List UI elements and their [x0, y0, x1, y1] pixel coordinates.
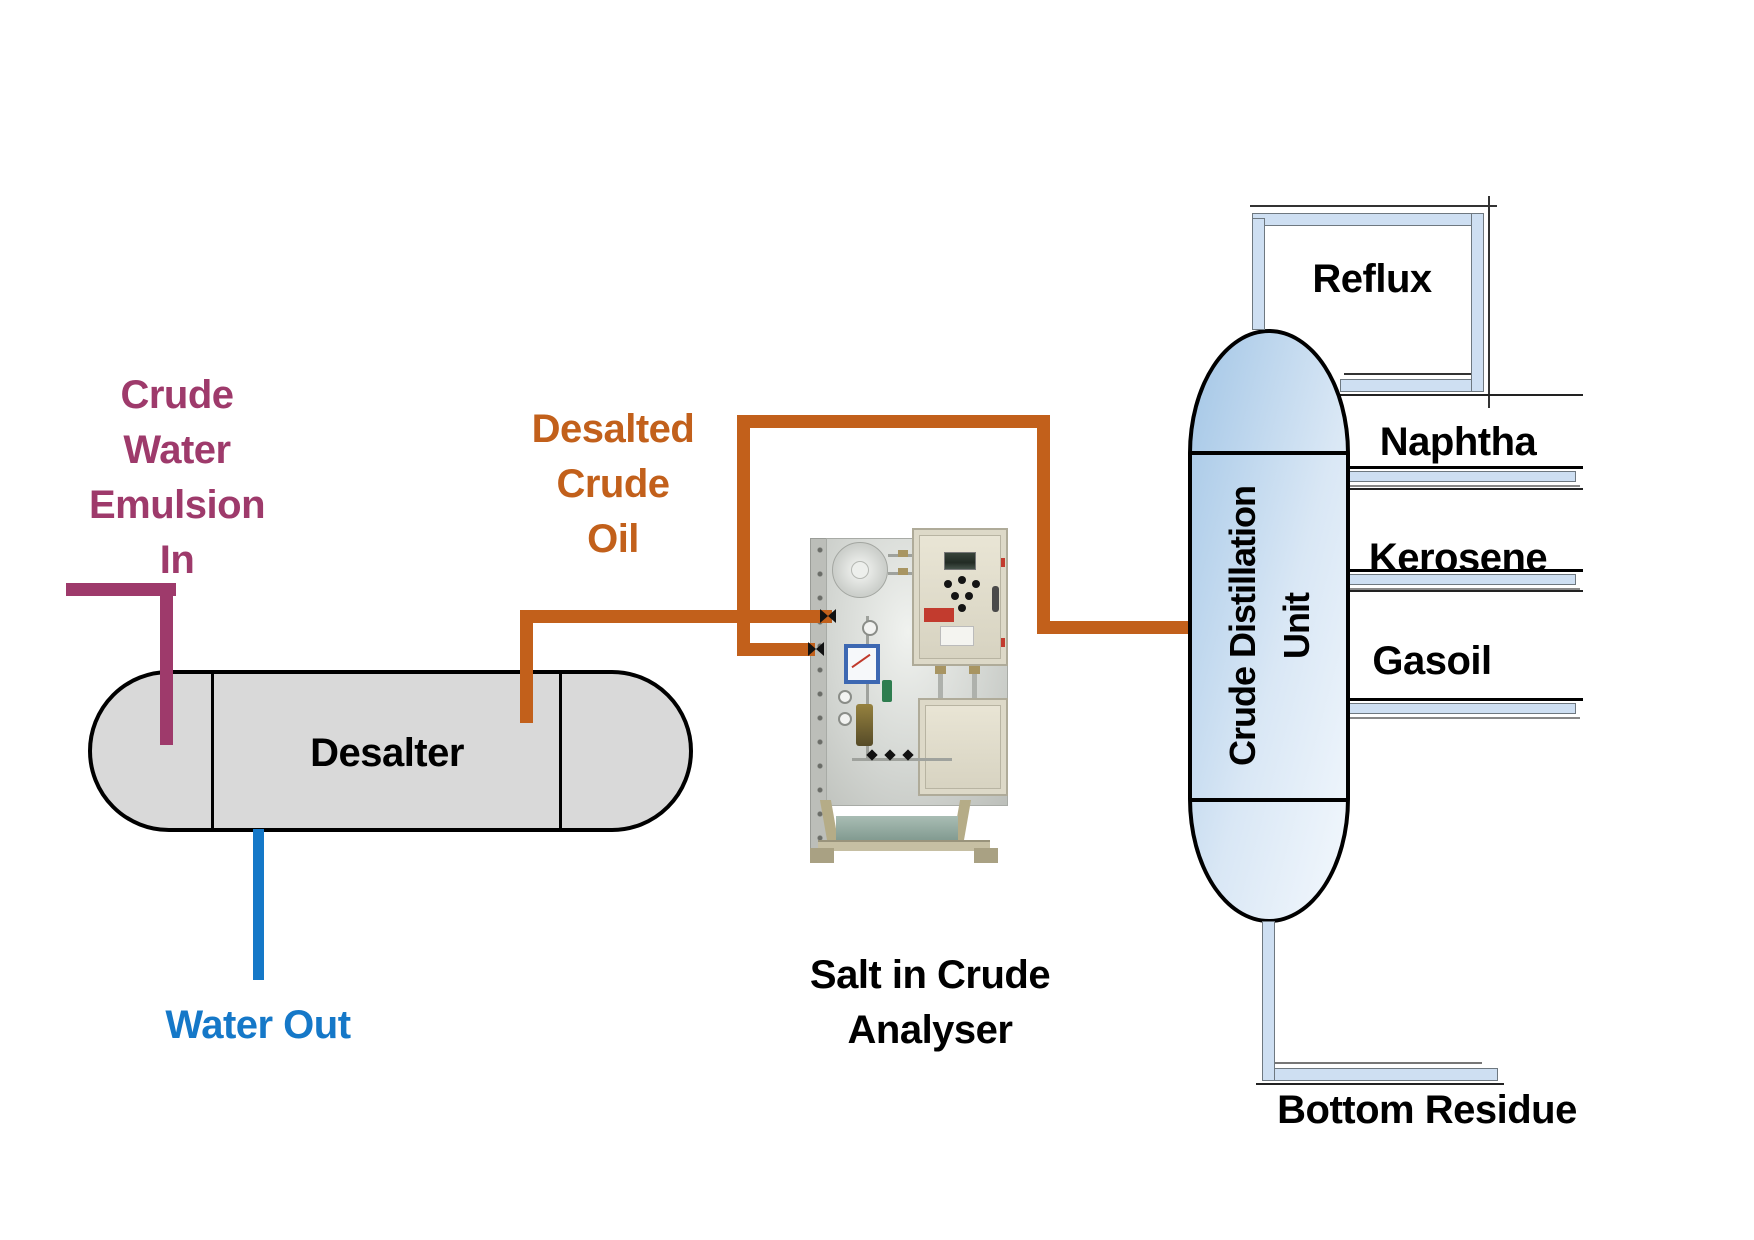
gasoil-pipe-underline — [1340, 717, 1580, 719]
reflux-sketch-line-right — [1488, 196, 1490, 408]
analyser-return-pipe-horizontal — [737, 643, 815, 656]
analyser-tube — [866, 616, 869, 760]
analyser-to-cdu-pipe-down — [1037, 415, 1050, 634]
analyser-fan-hub — [851, 561, 869, 579]
analyser-fitting — [898, 550, 908, 557]
desalter-vessel — [88, 670, 693, 832]
reflux-label: Reflux — [1312, 257, 1432, 301]
cdu-label-line: Unit — [1276, 593, 1317, 659]
kerosene-tray-top-line — [1340, 488, 1583, 490]
desalted-label-line: Desalted — [531, 407, 695, 451]
crude-emulsion-pipe-vertical — [160, 583, 173, 745]
inlet-label-line: Water — [123, 428, 231, 472]
analyser-label: Salt in Crude Analyser — [780, 948, 1080, 1058]
analyser-outlet-valve-icon — [808, 642, 824, 656]
analyser-manifold-tube — [852, 758, 952, 761]
inlet-label-line: Crude — [120, 373, 234, 417]
analyser-to-cdu-pipe-top — [737, 415, 1050, 428]
inlet-label-line: In — [159, 538, 195, 582]
kerosene-tray-bottom-line — [1340, 569, 1583, 572]
reflux-pipe-right — [1471, 213, 1484, 392]
analyser-base-bar — [818, 840, 990, 851]
gasoil-pipe — [1340, 703, 1576, 714]
analyser-button — [958, 604, 966, 612]
analyser-label-line: Salt in Crude — [809, 953, 1051, 997]
desalted-label-line: Oil — [587, 517, 639, 561]
analyser-foot — [810, 848, 834, 863]
cdu-vessel — [1188, 329, 1350, 923]
reflux-pipe-top — [1252, 213, 1484, 226]
analyser-button — [944, 580, 952, 588]
analyser-photo — [806, 528, 1010, 868]
analyser-red-tick — [1001, 558, 1005, 567]
desalted-label-line: Crude — [556, 462, 670, 506]
bottom-residue-sketch-line-top — [1270, 1062, 1482, 1064]
kerosene-pipe-underline — [1340, 588, 1580, 590]
analyser-flowmeter — [844, 644, 880, 684]
cdu-top-divider — [1190, 451, 1348, 455]
crude-emulsion-pipe-horizontal — [66, 583, 176, 596]
bottom-residue-sketch-line-bottom — [1256, 1083, 1504, 1085]
cdu-feed-pipe — [1037, 621, 1190, 634]
kerosene-pipe — [1340, 574, 1576, 585]
analyser-button — [951, 592, 959, 600]
desalter-label: Desalter — [310, 731, 464, 775]
bottom-residue-pipe-down — [1262, 921, 1275, 1081]
desalter-left-divider — [211, 670, 214, 832]
analyser-fitting — [969, 666, 980, 674]
cdu-label: Crude Distillation Unit — [1214, 376, 1326, 876]
analyser-fitting — [898, 568, 908, 575]
naphtha-tray-top-line — [1340, 394, 1583, 396]
analyser-button — [972, 580, 980, 588]
desalter-to-analyser-pipe — [520, 610, 832, 623]
naphtha-tray-bottom-line — [1340, 466, 1583, 469]
analyser-junction-box — [918, 698, 1008, 796]
analyser-button — [958, 576, 966, 584]
bottom-residue-label: Bottom Residue — [1277, 1088, 1577, 1132]
analyser-return-pipe-vertical — [737, 415, 750, 656]
water-out-pipe — [253, 829, 264, 980]
kerosene-label: Kerosene — [1368, 536, 1548, 580]
analyser-button — [965, 592, 973, 600]
analyser-red-label — [924, 608, 954, 622]
water-out-label: Water Out — [165, 1003, 351, 1047]
reflux-pipe-up — [1252, 218, 1265, 330]
analyser-gauge-icon — [862, 620, 878, 636]
gasoil-label: Gasoil — [1372, 639, 1492, 683]
cdu-label-line: Crude Distillation — [1222, 485, 1263, 767]
desalter-right-divider — [559, 670, 562, 832]
naphtha-pipe-underline — [1340, 485, 1580, 487]
reflux-return-sketch-line — [1344, 373, 1478, 375]
analyser-gauge-icon — [838, 712, 852, 726]
crude-water-emulsion-label: Crude Water Emulsion In — [27, 368, 327, 588]
analyser-foot — [974, 848, 998, 863]
naphtha-label: Naphtha — [1379, 420, 1537, 464]
desalted-crude-oil-label: Desalted Crude Oil — [463, 402, 763, 567]
analyser-green-valve — [882, 680, 892, 702]
analyser-gauge-icon — [838, 690, 852, 704]
reflux-sketch-line-top — [1250, 205, 1497, 207]
gasoil-tray-top-line — [1340, 590, 1583, 592]
inlet-label-line: Emulsion — [88, 483, 266, 527]
reflux-pipe-return — [1340, 379, 1484, 392]
analyser-fitting — [935, 666, 946, 674]
analyser-door-handle — [992, 586, 999, 612]
analyser-conduit — [972, 666, 977, 698]
cdu-bottom-divider — [1190, 798, 1348, 802]
analyser-inlet-valve-icon — [820, 609, 836, 623]
analyser-display — [944, 552, 976, 570]
bottom-residue-pipe-right — [1262, 1068, 1498, 1081]
desalter-outlet-pipe-vertical — [520, 610, 533, 723]
analyser-spec-label — [940, 626, 974, 646]
analyser-red-tick — [1001, 638, 1005, 647]
naphtha-pipe — [1340, 471, 1576, 482]
gasoil-tray-bottom-line — [1340, 698, 1583, 701]
analyser-label-line: Analyser — [847, 1008, 1013, 1052]
analyser-floor — [836, 816, 958, 842]
analyser-sample-cylinder — [856, 704, 873, 746]
analyser-conduit — [938, 666, 943, 698]
